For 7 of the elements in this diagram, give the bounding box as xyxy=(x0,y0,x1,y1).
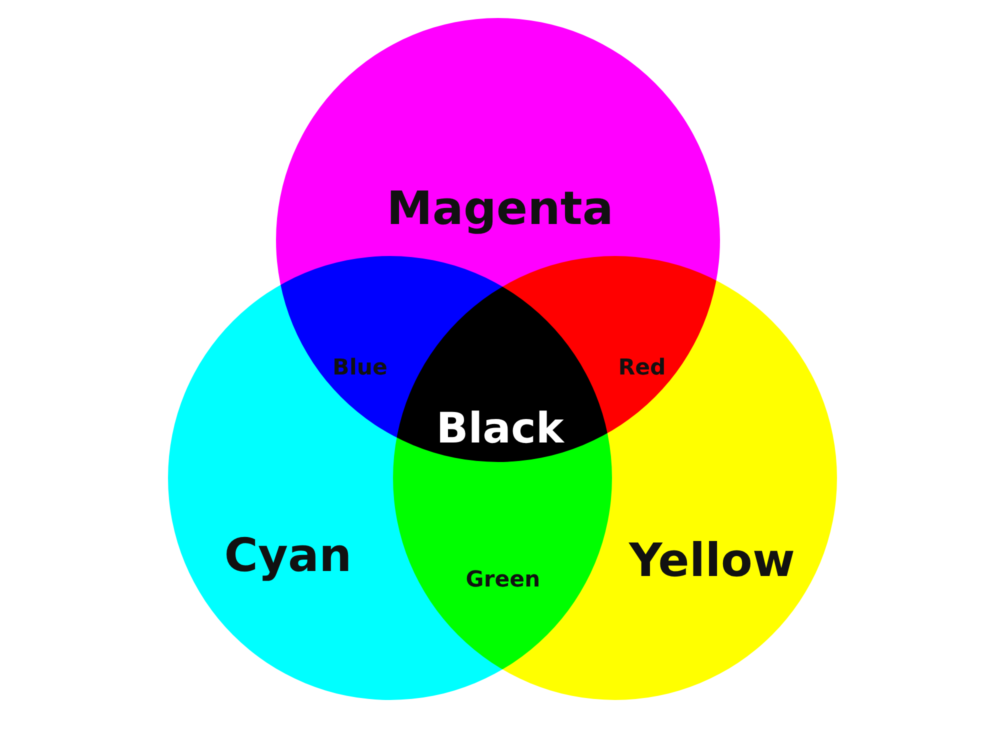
overlap-label: Black xyxy=(436,404,564,452)
circle-label: Magenta xyxy=(386,181,614,235)
overlap-label: Blue xyxy=(332,356,388,380)
overlap-label: Green xyxy=(466,568,540,592)
circle-label: Cyan xyxy=(224,528,352,582)
overlap-label: Red xyxy=(618,356,666,380)
circle-label: Yellow xyxy=(629,533,795,587)
